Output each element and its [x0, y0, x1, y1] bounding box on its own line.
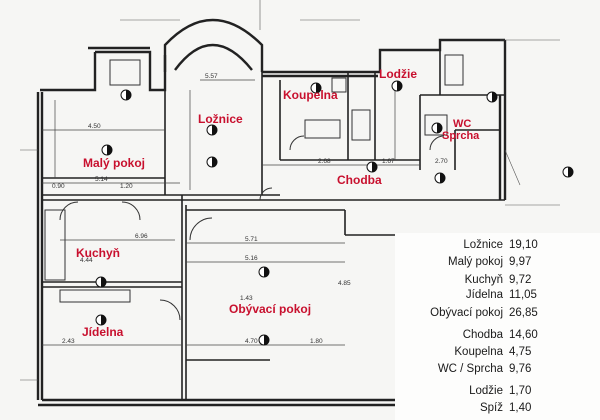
dim-1-20: 1.20: [120, 183, 133, 190]
legend-area: 14,60: [509, 329, 538, 341]
legend-area: 19,10: [509, 239, 538, 251]
dimension-figures: 5.57 4.50 5.14 2.68 1.67 2.70 5.71 5.16 …: [52, 73, 448, 345]
dim-0-90: 0.90: [52, 183, 65, 190]
scan-marks: [20, 0, 560, 381]
room-label-sprcha: Sprcha: [442, 130, 480, 142]
interior-walls: [42, 50, 505, 400]
legend-area: 1,70: [509, 385, 532, 397]
room-label-chodba: Chodba: [337, 173, 382, 187]
dim-1-43: 1.43: [240, 295, 253, 302]
legend-area: 1,40: [509, 402, 532, 414]
door-swings: [59, 135, 445, 321]
exterior-walls: [36, 18, 507, 407]
legend-area: 26,85: [509, 307, 538, 319]
room-label-obyvaci-pokoj: Obývací pokoj: [229, 302, 312, 316]
legend-room: Malý pokoj: [448, 256, 503, 268]
dim-4-50: 4.50: [88, 123, 101, 130]
fixtures: [44, 54, 464, 303]
dim-1-80: 1.80: [310, 338, 323, 345]
room-label-wc: WC: [453, 118, 472, 130]
legend-room: Ložnice: [463, 239, 503, 251]
area-legend: Ložnice 19,10 Malý pokoj 9,97 Kuchyň 9,7…: [395, 233, 600, 420]
dim-5-71: 5.71: [245, 236, 258, 243]
legend-area: 9,76: [509, 363, 532, 375]
room-label-koupelna: Koupelna: [283, 88, 338, 102]
legend-area: 4,75: [509, 346, 532, 358]
dim-2-43: 2.43: [62, 338, 75, 345]
dim-6-96: 6.96: [135, 233, 148, 240]
room-label-kuchyn: Kuchyň: [76, 246, 121, 260]
legend-room: Jídelna: [465, 289, 503, 301]
ceiling-light-markers: [95, 80, 574, 346]
room-label-loznice: Ložnice: [198, 112, 243, 126]
legend-room: Lodžie: [469, 385, 503, 397]
dim-2-70: 2.70: [435, 158, 448, 165]
room-label-lodzie: Lodžie: [379, 67, 417, 81]
legend-room: Chodba: [462, 329, 503, 341]
legend-area: 9,97: [509, 256, 532, 268]
room-label-maly-pokoj: Malý pokoj: [83, 156, 146, 170]
room-label-jidelna: Jídelna: [82, 325, 124, 339]
dim-4-44: 4.44: [80, 257, 93, 264]
legend-room: Spíž: [479, 402, 503, 414]
legend-area: 9,72: [509, 274, 532, 286]
legend-room: Koupelna: [454, 346, 503, 358]
dim-4-85: 4.85: [338, 280, 351, 287]
dim-4-70: 4.70: [245, 338, 258, 345]
legend-room: Kuchyň: [464, 274, 503, 286]
legend-area: 11,05: [509, 289, 537, 301]
dim-5-14: 5.14: [95, 176, 108, 183]
dim-2-68: 2.68: [318, 158, 331, 165]
dim-1-67: 1.67: [382, 158, 395, 165]
dim-5-57: 5.57: [205, 73, 218, 80]
dim-5-16: 5.16: [245, 255, 258, 262]
legend-room: WC / Sprcha: [437, 363, 503, 375]
legend-room: Obývací pokoj: [430, 307, 503, 319]
